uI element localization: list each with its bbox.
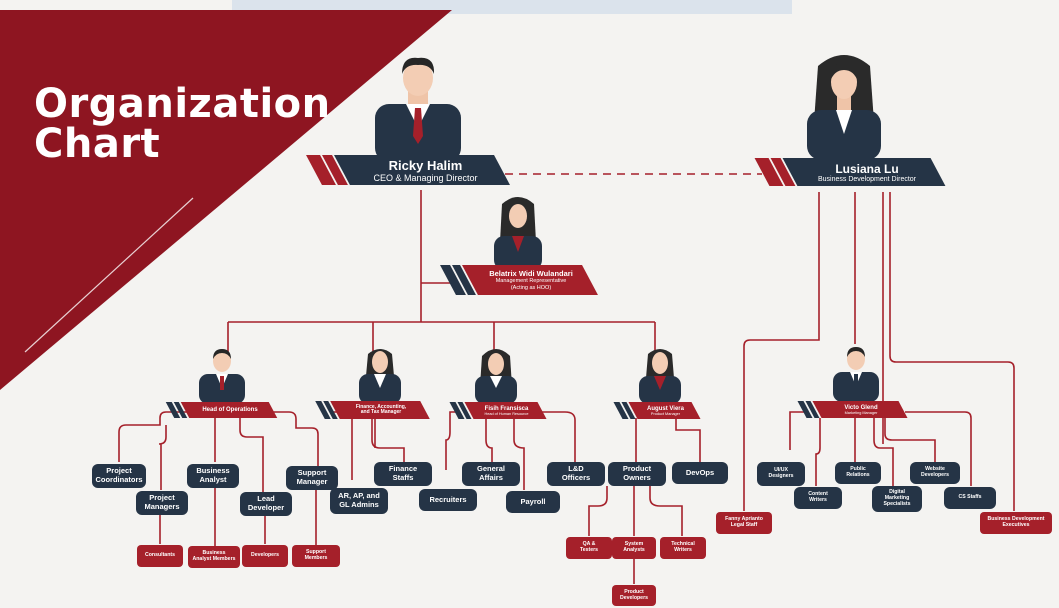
unit-label: Project Managers bbox=[144, 493, 180, 511]
unit-label: System Analysts bbox=[623, 541, 645, 553]
ops-name: Head of Operations bbox=[202, 407, 258, 413]
unit-recruiters: Recruiters bbox=[419, 489, 477, 511]
unit-label: Recruiters bbox=[429, 494, 467, 504]
pm-role: Product Manager bbox=[650, 411, 681, 416]
unit-qa-testers: QA & Testers bbox=[566, 537, 612, 559]
fin-portrait bbox=[359, 349, 401, 404]
unit-developers: Developers bbox=[242, 545, 288, 567]
hr-role: Head of Human Resource bbox=[484, 411, 529, 416]
unit-devops: DevOps bbox=[672, 462, 728, 484]
unit-ba-members: Business Analyst Members bbox=[188, 546, 240, 568]
ops-banner: Head of Operations bbox=[165, 402, 278, 418]
unit-uiux-designers: UI/UX Designers bbox=[757, 462, 805, 486]
unit-label: Technical Writers bbox=[671, 541, 695, 553]
unit-public-relations: Public Relations bbox=[835, 462, 881, 484]
unit-label: Digital Marketing Specialists bbox=[883, 489, 911, 507]
unit-label: Business Analyst bbox=[196, 466, 230, 484]
unit-website-developers: Website Developers bbox=[910, 462, 960, 484]
unit-support-manager: Support Manager bbox=[286, 466, 338, 490]
unit-product-developers: Product Developers bbox=[612, 585, 656, 606]
unit-ar-ap-gl-admins: AR, AP, and GL Admins bbox=[330, 488, 388, 514]
unit-bd-executives: Business Development Executives bbox=[980, 512, 1052, 534]
unit-label: Fanny Aprianto Legal Staff bbox=[725, 516, 763, 528]
unit-label: L&D Officers bbox=[561, 464, 591, 482]
unit-payroll: Payroll bbox=[506, 491, 560, 513]
bdd-name: Lusiana Lu bbox=[835, 161, 899, 176]
ceo-name: Ricky Halim bbox=[388, 157, 463, 173]
pm-banner: August Viera Product Manager bbox=[613, 402, 701, 419]
chart-title-line2: Chart bbox=[34, 121, 161, 167]
rep-role: Management Representative (Acting as HOO… bbox=[495, 278, 567, 291]
unit-project-coordinators: Project Coordinators bbox=[92, 464, 146, 488]
mkt-name: Victo Glend bbox=[844, 404, 878, 411]
rep-banner: Belatrix Widi Wulandari Management Repre… bbox=[440, 265, 598, 295]
unit-content-writers: Content Writers bbox=[794, 487, 842, 509]
unit-label: CS Staffs bbox=[958, 494, 982, 501]
unit-label: Lead Developer bbox=[247, 494, 285, 512]
unit-label: Public Relations bbox=[846, 466, 870, 478]
fin-banner: Finance, Accounting, and Tax Manager bbox=[315, 401, 430, 419]
pm-name: August Viera bbox=[647, 405, 684, 412]
unit-label: General Affairs bbox=[477, 464, 505, 482]
unit-business-analyst: Business Analyst bbox=[187, 464, 239, 488]
ceo-role: CEO & Managing Director bbox=[373, 172, 478, 183]
unit-finance-staffs: Finance Staffs bbox=[374, 462, 432, 486]
ceo-banner: Ricky Halim CEO & Managing Director bbox=[306, 155, 510, 185]
unit-label: Product Developers bbox=[620, 588, 648, 601]
unit-label: Support Manager bbox=[296, 468, 328, 486]
unit-consultants: Consultants bbox=[137, 545, 183, 567]
unit-system-analysts: System Analysts bbox=[612, 537, 656, 559]
unit-label: Website Developers bbox=[921, 466, 949, 478]
unit-cs-staffs: CS Staffs bbox=[944, 487, 996, 509]
unit-label: Consultants bbox=[145, 552, 175, 559]
unit-label: Content Writers bbox=[808, 491, 828, 503]
unit-label: Support Members bbox=[304, 549, 328, 561]
rep-name: Belatrix Widi Wulandari bbox=[489, 269, 573, 279]
unit-digital-marketing: Digital Marketing Specialists bbox=[872, 486, 922, 512]
ops-portrait bbox=[199, 349, 245, 404]
pm-portrait bbox=[639, 349, 681, 404]
unit-product-owners: Product Owners bbox=[608, 462, 666, 486]
unit-label: Finance Staffs bbox=[388, 464, 418, 482]
hr-banner: Fisih Fransisca Head of Human Resource bbox=[449, 402, 547, 419]
bdd-banner: Lusiana Lu Business Development Director bbox=[754, 158, 946, 186]
unit-label: Business Analyst Members bbox=[192, 550, 236, 562]
mkt-banner: Victo Glend Marketing Manager bbox=[797, 401, 908, 418]
unit-lead-developer: Lead Developer bbox=[240, 492, 292, 516]
unit-label: Payroll bbox=[520, 496, 546, 506]
unit-ld-officers: L&D Officers bbox=[547, 462, 605, 486]
unit-label: UI/UX Designers bbox=[768, 467, 794, 479]
fin-name: Finance, Accounting, and Tax Manager bbox=[355, 403, 407, 415]
mkt-portrait bbox=[833, 347, 879, 402]
unit-label: Business Development Executives bbox=[987, 516, 1045, 528]
unit-label: DevOps bbox=[685, 467, 715, 477]
bdd-role: Business Development Director bbox=[817, 175, 917, 183]
unit-label: AR, AP, and GL Admins bbox=[338, 491, 380, 509]
hr-name: Fisih Fransisca bbox=[484, 405, 529, 412]
unit-technical-writers: Technical Writers bbox=[660, 537, 706, 559]
unit-project-managers: Project Managers bbox=[136, 491, 188, 515]
unit-legal-staff: Fanny Aprianto Legal Staff bbox=[716, 512, 772, 534]
mkt-role: Marketing Manager bbox=[844, 410, 878, 415]
unit-support-members: Support Members bbox=[292, 545, 340, 567]
bdd-portrait bbox=[807, 55, 881, 160]
unit-label: Product Owners bbox=[622, 464, 652, 482]
unit-label: Project Coordinators bbox=[95, 466, 143, 484]
rep-portrait bbox=[494, 197, 542, 270]
chart-title-line1: Organization bbox=[34, 81, 331, 127]
ceo-portrait bbox=[375, 57, 461, 162]
unit-label: QA & Testers bbox=[579, 541, 599, 553]
unit-label: Developers bbox=[251, 552, 279, 559]
hr-portrait bbox=[475, 349, 517, 404]
unit-general-affairs: General Affairs bbox=[462, 462, 520, 486]
